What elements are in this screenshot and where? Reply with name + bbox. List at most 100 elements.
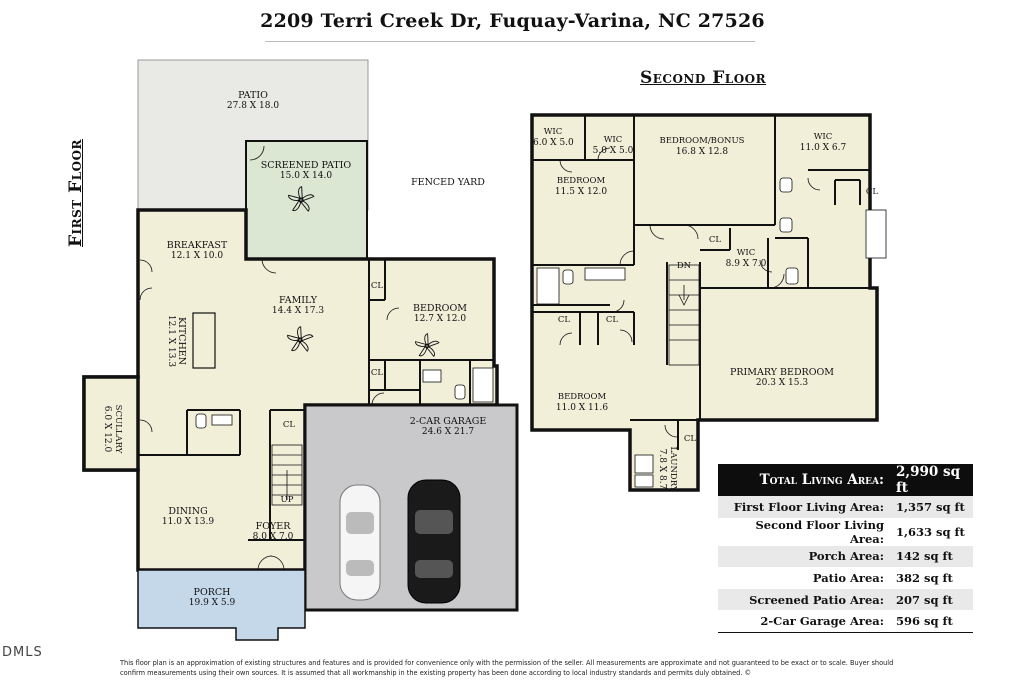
primary-dim: 20.3 X 15.3: [755, 378, 809, 388]
area-row: 2-Car Garage Area: 596 sq ft: [718, 610, 973, 633]
room-label-wic-1: WIC 6.0 X 5.0: [533, 127, 574, 149]
second-floor-label: Second Floor: [640, 68, 767, 88]
family-name: Family: [278, 295, 318, 306]
second-floor-stairs: [668, 264, 700, 366]
garage-car-black: [407, 479, 461, 604]
area-row: Second Floor Living Area: 1,633 sq ft: [718, 518, 973, 546]
fenced-yard-name: Fenced Yard: [411, 177, 485, 188]
area-value: 1,633 sq ft: [896, 524, 965, 539]
title-rule: [265, 41, 755, 42]
area-value: 142 sq ft: [890, 545, 973, 568]
stairs-up-label: UP: [280, 495, 294, 505]
room-label-laundry: Laundry 7.8 X 8.7: [656, 439, 678, 499]
breakfast-dim: 12.1 X 10.0: [170, 251, 224, 261]
garage-car-white: [339, 484, 381, 601]
scullary-name: Scullary: [113, 404, 123, 454]
area-value: 382 sq ft: [896, 570, 953, 585]
dining-dim: 11.0 X 13.9: [161, 517, 215, 527]
wic-3-dim: 11.0 X 6.7: [799, 143, 847, 153]
garage-dim: 24.6 X 21.7: [421, 427, 475, 437]
area-summary-table: Total Living Area: 2,990 sq ft First Flo…: [718, 464, 973, 633]
foyer-name: Foyer: [255, 521, 291, 532]
room-label-scullary: Scullary 6.0 X 12.0: [101, 397, 123, 461]
wic-2-dim: 5.0 X 5.0: [592, 146, 634, 156]
area-label: Screened Patio Area:: [718, 588, 890, 611]
wic-1-name: WIC: [543, 127, 563, 137]
closet-label-b: CL: [865, 187, 879, 197]
room-label-bedroom-a: Bedroom 11.5 X 12.0: [546, 176, 616, 198]
wic-4-name: WIC: [736, 248, 756, 258]
room-label-dining: Dining 11.0 X 13.9: [138, 506, 238, 528]
kitchen-island: [192, 312, 216, 369]
closet-label-a: CL: [708, 235, 722, 245]
foyer-dim: 8.0 X 7.0: [252, 532, 294, 542]
primary-name: Primary Bedroom: [729, 367, 835, 378]
bedroom-first-name: Bedroom: [413, 303, 467, 314]
breakfast-name: Breakfast: [166, 240, 228, 251]
family-dim: 14.4 X 17.3: [271, 306, 325, 316]
patio-name: Patio: [238, 90, 268, 101]
room-label-bedroom-b: Bedroom 11.0 X 11.6: [547, 392, 617, 414]
mls-watermark: DMLS: [2, 645, 43, 660]
first-floor-stairs: [271, 444, 303, 506]
porch-name: Porch: [193, 587, 231, 598]
scullary-area: [82, 375, 140, 472]
closet-label-1: CL: [370, 281, 384, 291]
area-row: Screened Patio Area: 207 sq ft: [718, 588, 973, 611]
porch-dim: 19.9 X 5.9: [188, 598, 236, 608]
laundry-name: Laundry: [668, 446, 678, 492]
closet-label-d: CL: [605, 315, 619, 325]
closet-label-c: CL: [557, 315, 571, 325]
area-label: 2-Car Garage Area:: [760, 614, 884, 629]
page-title: 2209 Terri Creek Dr, Fuquay-Varina, NC 2…: [260, 10, 765, 32]
kitchen-dim: 12.1 X 13.3: [166, 314, 176, 368]
dining-name: Dining: [168, 506, 208, 517]
bedroom-a-name: Bedroom: [556, 176, 606, 186]
area-label: Total Living Area:: [718, 464, 890, 496]
wic-3-name: WIC: [813, 132, 833, 142]
screened-patio-name: Screened Patio: [260, 160, 352, 171]
screened-patio-area: [245, 140, 368, 260]
bedroom-a-dim: 11.5 X 12.0: [554, 187, 608, 197]
garage-name: 2-Car Garage: [409, 416, 487, 427]
area-label: First Floor Living Area:: [718, 496, 890, 518]
stairs-down-label: DN: [676, 261, 692, 271]
closet-label-3: CL: [282, 420, 296, 430]
area-label: Patio Area:: [812, 570, 884, 585]
bonus-dim: 16.8 X 12.8: [675, 147, 729, 157]
room-label-bonus: Bedroom/Bonus 16.8 X 12.8: [647, 136, 757, 158]
bedroom-b-name: Bedroom: [557, 392, 607, 402]
bedroom-first-dim: 12.7 X 12.0: [413, 314, 467, 324]
area-row-total: Total Living Area: 2,990 sq ft: [718, 464, 973, 496]
room-label-bedroom-first: Bedroom 12.7 X 12.0: [390, 303, 490, 325]
second-floor-interior-walls: [532, 115, 870, 450]
room-label-breakfast: Breakfast 12.1 X 10.0: [147, 240, 247, 262]
disclaimer-text: This floor plan is an approximation of e…: [120, 659, 894, 677]
wic-1-dim: 6.0 X 5.0: [533, 138, 574, 148]
bath-fixtures: [195, 177, 887, 488]
area-label: Porch Area:: [718, 545, 890, 568]
area-value: 207 sq ft: [890, 588, 973, 611]
room-label-patio: Patio 27.8 X 18.0: [203, 90, 303, 112]
room-label-porch: Porch 19.9 X 5.9: [162, 587, 262, 609]
screened-patio-dim: 15.0 X 14.0: [279, 171, 333, 181]
area-value: 596 sq ft: [896, 614, 953, 629]
bonus-name: Bedroom/Bonus: [659, 136, 745, 146]
room-label-primary: Primary Bedroom 20.3 X 15.3: [717, 367, 847, 389]
second-floor-body: [530, 113, 879, 492]
area-row: Patio Area: 382 sq ft: [718, 567, 973, 589]
room-label-wic-4: WIC 8.9 X 7.0: [718, 248, 774, 270]
kitchen-name: Kitchen: [176, 317, 187, 365]
room-label-wic-2: WIC 5.0 X 5.0: [591, 135, 635, 157]
room-label-family: Family 14.4 X 17.3: [248, 295, 348, 317]
scullary-dim: 6.0 X 12.0: [102, 405, 112, 453]
patio-dim: 27.8 X 18.0: [226, 101, 280, 111]
room-label-fenced-yard: Fenced Yard: [398, 177, 498, 188]
bedroom-b-dim: 11.0 X 11.6: [555, 403, 609, 413]
room-label-foyer: Foyer 8.0 X 7.0: [243, 521, 303, 543]
area-value: 2,990 sq ft: [890, 464, 973, 496]
area-row: First Floor Living Area: 1,357 sq ft: [718, 496, 973, 518]
room-label-wic-3: WIC 11.0 X 6.7: [795, 132, 851, 154]
